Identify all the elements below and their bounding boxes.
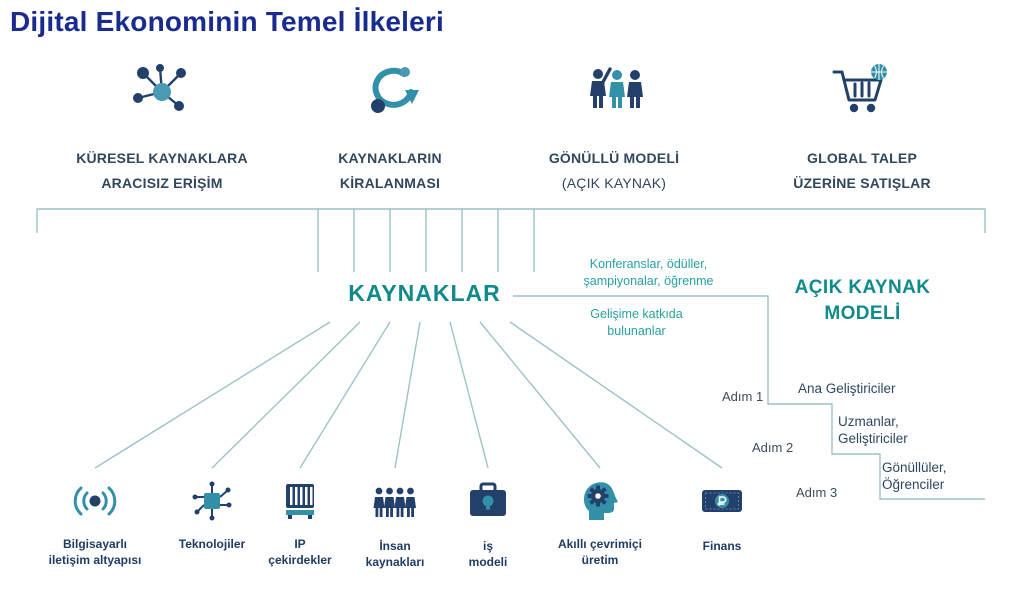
resource-label-human-resources: İnsan kaynakları — [365, 539, 425, 569]
principle-line: (AÇIK KAYNAK) — [561, 175, 667, 191]
resources-heading: KAYNAKLAR — [348, 280, 501, 306]
resource-label-technologies: Teknolojiler — [178, 537, 246, 551]
banknote-icon — [699, 478, 745, 529]
principle-line: KİRALANMASI — [339, 175, 441, 191]
principle-label-renting: KAYNAKLARIN KİRALANMASI — [275, 146, 505, 196]
people-group-icon — [372, 478, 418, 529]
principle-label-access: KÜRESEL KAYNAKLARA ARACISIZ ERİŞİM — [47, 146, 277, 196]
resource-label-infrastructure: Bilgisayarlı iletişim altyapısı — [48, 537, 142, 567]
step-1-role: Ana Geliştiriciler — [798, 381, 896, 396]
step-3-label: Adım 3 — [796, 485, 838, 500]
resource-label-smart-production: Akıllı çevrimiçi üretim — [557, 537, 643, 567]
principle-label-volunteer: GÖNÜLLÜ MODELİ (AÇIK KAYNAK) — [499, 146, 729, 196]
page-title: Dijital Ekonominin Temel İlkeleri — [10, 6, 444, 37]
resource-label-finance: Finans — [702, 539, 742, 553]
step-2-label: Adım 2 — [752, 440, 794, 455]
principle-line: GLOBAL TALEP — [807, 150, 917, 166]
resource-label-business-model: iş modeli — [468, 539, 508, 569]
step-3-role: Gönüllüler, Öğrenciler — [882, 460, 947, 492]
principle-line: KÜRESEL KAYNAKLARA — [76, 150, 248, 166]
volunteer-people-icon — [584, 62, 648, 125]
chip-technologies-icon — [189, 478, 235, 529]
head-gear-icon — [577, 478, 623, 529]
briefcase-idea-icon — [465, 478, 511, 529]
wireless-infrastructure-icon — [72, 478, 118, 529]
principle-line: KAYNAKLARIN — [338, 150, 442, 166]
resource-renting-cycle-icon — [358, 62, 422, 125]
principle-line: ÜZERİNE SATIŞLAR — [793, 175, 931, 191]
server-rack-icon — [277, 478, 323, 529]
resource-label-ip-cores: IP çekirdekler — [268, 537, 332, 567]
note-contributors: Gelişime katkıda bulunanlar — [590, 307, 683, 338]
network-access-icon — [130, 62, 194, 125]
principle-line: ARACISIZ ERİŞİM — [101, 175, 223, 191]
principle-label-global-demand: GLOBAL TALEP ÜZERİNE SATIŞLAR — [747, 146, 977, 196]
open-source-model-heading: AÇIK KAYNAK MODELİ — [794, 277, 931, 324]
step-2-role: Uzmanlar, Geliştiriciler — [838, 414, 908, 446]
step-1-label: Adım 1 — [722, 389, 764, 404]
cart-globe-icon — [828, 62, 892, 125]
principle-line: GÖNÜLLÜ MODELİ — [548, 150, 680, 166]
note-conferences: Konferanslar, ödüller, şampiyonalar, öğr… — [583, 257, 714, 288]
